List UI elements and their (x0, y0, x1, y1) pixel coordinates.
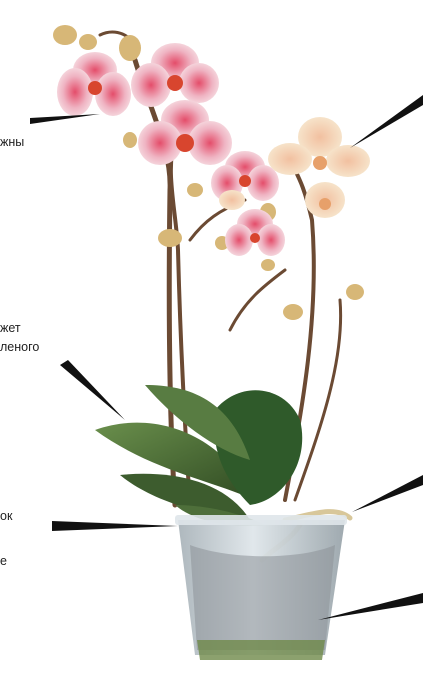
label-leaves-line1: жет (0, 320, 21, 337)
label-leaves-line2: леного (0, 339, 39, 356)
label-pot-line2: е (0, 553, 7, 570)
label-flowers: жны (0, 134, 24, 151)
flowers (57, 43, 370, 256)
leaves (95, 385, 302, 526)
label-pot-line1: ок (0, 508, 12, 525)
pot (175, 515, 347, 660)
